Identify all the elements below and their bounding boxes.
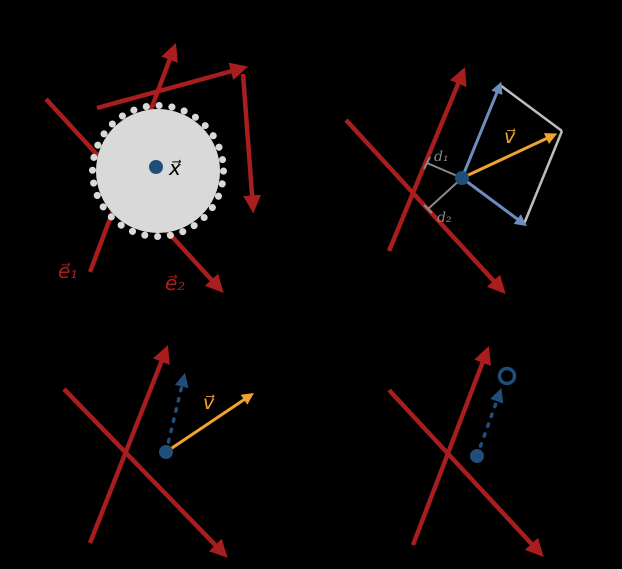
panel-top-left: x⃗ e⃗₁ e⃗₂ [44,42,262,295]
distance-d1-tick [423,156,431,170]
extra-arrow-upper [96,62,249,111]
vector-v-arrow [165,392,254,454]
d1-label: d₁ [434,149,449,165]
vector-v-arrow [461,133,558,180]
e2-label: e⃗₂ [165,271,185,295]
v-label: v⃗ [504,126,516,148]
projection-dashed-arrow [475,388,504,458]
point-x [149,160,163,174]
panel-top-right: v⃗ d₁ d₂ [344,67,564,294]
basis-arrow-e1 [410,345,491,546]
ghost-point-outline [497,366,517,386]
basis-arrow-e2 [62,387,228,558]
projection-dashed-arrow [164,372,189,454]
panel-bottom-right [387,345,544,557]
e1-label: e⃗₁ [58,259,78,283]
panel-bottom-left: v⃗ [62,344,254,558]
x-label: x⃗ [168,156,182,180]
basis-arrow-e2 [387,388,544,557]
v-label: v⃗ [203,392,215,414]
parallelogram-edge-top [499,83,563,133]
distance-d2-line [427,177,463,210]
point-x [470,449,484,463]
parallelogram-edge-bottom [522,130,564,225]
component-arrow-e1 [460,81,503,179]
point-x [455,171,469,185]
distance-d2-tick [423,204,433,214]
region-blob-edge [89,102,227,240]
basis-arrow-e1 [87,344,170,544]
basis-arrow-e1 [386,67,467,252]
point-x [159,445,173,459]
d2-label: d₂ [437,210,452,226]
component-arrow-e2 [461,176,527,227]
extra-arrow-right [240,73,262,214]
